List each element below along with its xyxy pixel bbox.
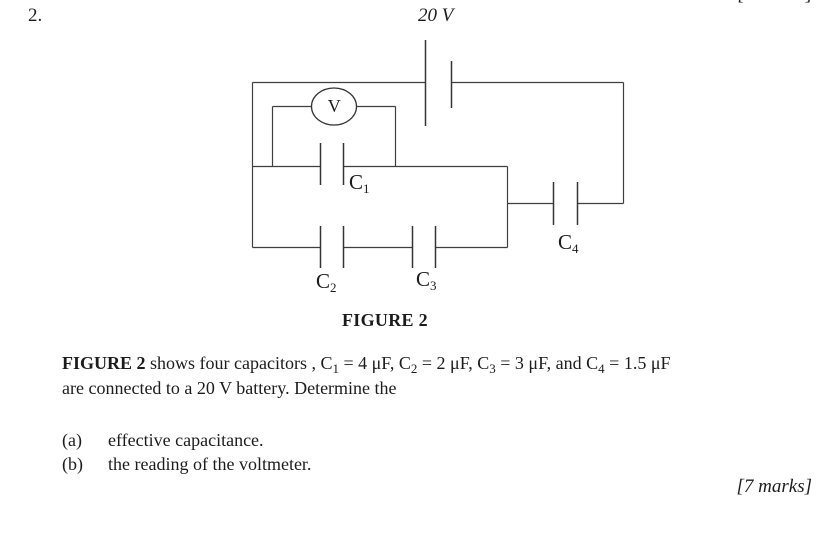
c2-term: C2 = 2 μF, [398,353,478,376]
c3-term-sub: 3 [489,361,496,376]
item-b-text: the reading of the voltmeter. [108,454,312,474]
battery-voltage-label: 20 V [418,5,454,26]
statement-line1: FIGURE 2 shows four capacitors , C1 = 4 … [62,353,671,376]
c1-base: C [349,170,364,194]
c4-subscript: 4 [572,241,579,256]
c2-subscript: 2 [330,280,337,295]
c3-base: C [416,267,431,291]
voltmeter-branch-wires [271,105,397,167]
problem-statement: FIGURE 2 shows four capacitors , C1 = 4 … [62,351,814,401]
list-item: (a) effective capacitance. [62,428,311,452]
question-number: 2. [28,5,43,26]
c2-term-value: = 2 μF, [417,353,478,373]
c4-base: C [558,230,573,254]
voltmeter-circle [310,87,358,126]
item-a-label: (a) [62,430,82,450]
figure-ref-bold: FIGURE 2 [62,353,146,373]
c2-base: C [316,269,331,293]
list-item: (b) the reading of the voltmeter. [62,452,311,476]
c1-term-sub: 1 [332,361,340,376]
c3-plates [411,226,437,268]
c3-term-value: = 3 μF, and [495,353,587,373]
c2-plates [319,226,345,268]
question-parts: (a) effective capacitance. (b) the readi… [62,428,311,476]
capacitor-c2-label: C2 [316,269,337,295]
c3-term: C3 = 3 μF, and [477,353,587,376]
c1-term-value: = 4 μF, [339,353,399,373]
voltmeter-label: V [327,95,342,116]
capacitor-c4-label: C4 [558,230,579,256]
c4-plates [552,182,579,225]
c2-term-base: C [398,353,411,373]
question-marks: [7 marks] [736,476,812,497]
c1-plates [319,143,345,185]
c3-term-base: C [477,353,490,373]
outer-loop-wires [251,81,625,248]
c1-subscript: 1 [363,181,370,196]
c4-term: C4 = 1.5 μF [586,353,671,376]
capacitor-c1-label: C1 [349,170,370,196]
c2-term-sub: 2 [410,361,418,376]
c4-term-base: C [586,353,599,373]
item-a-text: effective capacitance. [108,430,264,450]
c1-term-base: C [320,353,333,373]
statement-line2: are connected to a 20 V battery. Determi… [62,378,397,398]
item-b-label: (b) [62,454,83,474]
previous-question-marks: [2 marks] [738,0,813,6]
c4-term-sub: 4 [598,361,605,376]
capacitor-c3-label: C3 [416,267,437,293]
figure-caption: FIGURE 2 [342,310,428,330]
c4-term-value: = 1.5 μF [604,353,671,373]
statement-intro: shows four capacitors , [145,353,321,373]
c1-term: C1 = 4 μF, [320,353,399,376]
c3-subscript: 3 [430,278,437,293]
